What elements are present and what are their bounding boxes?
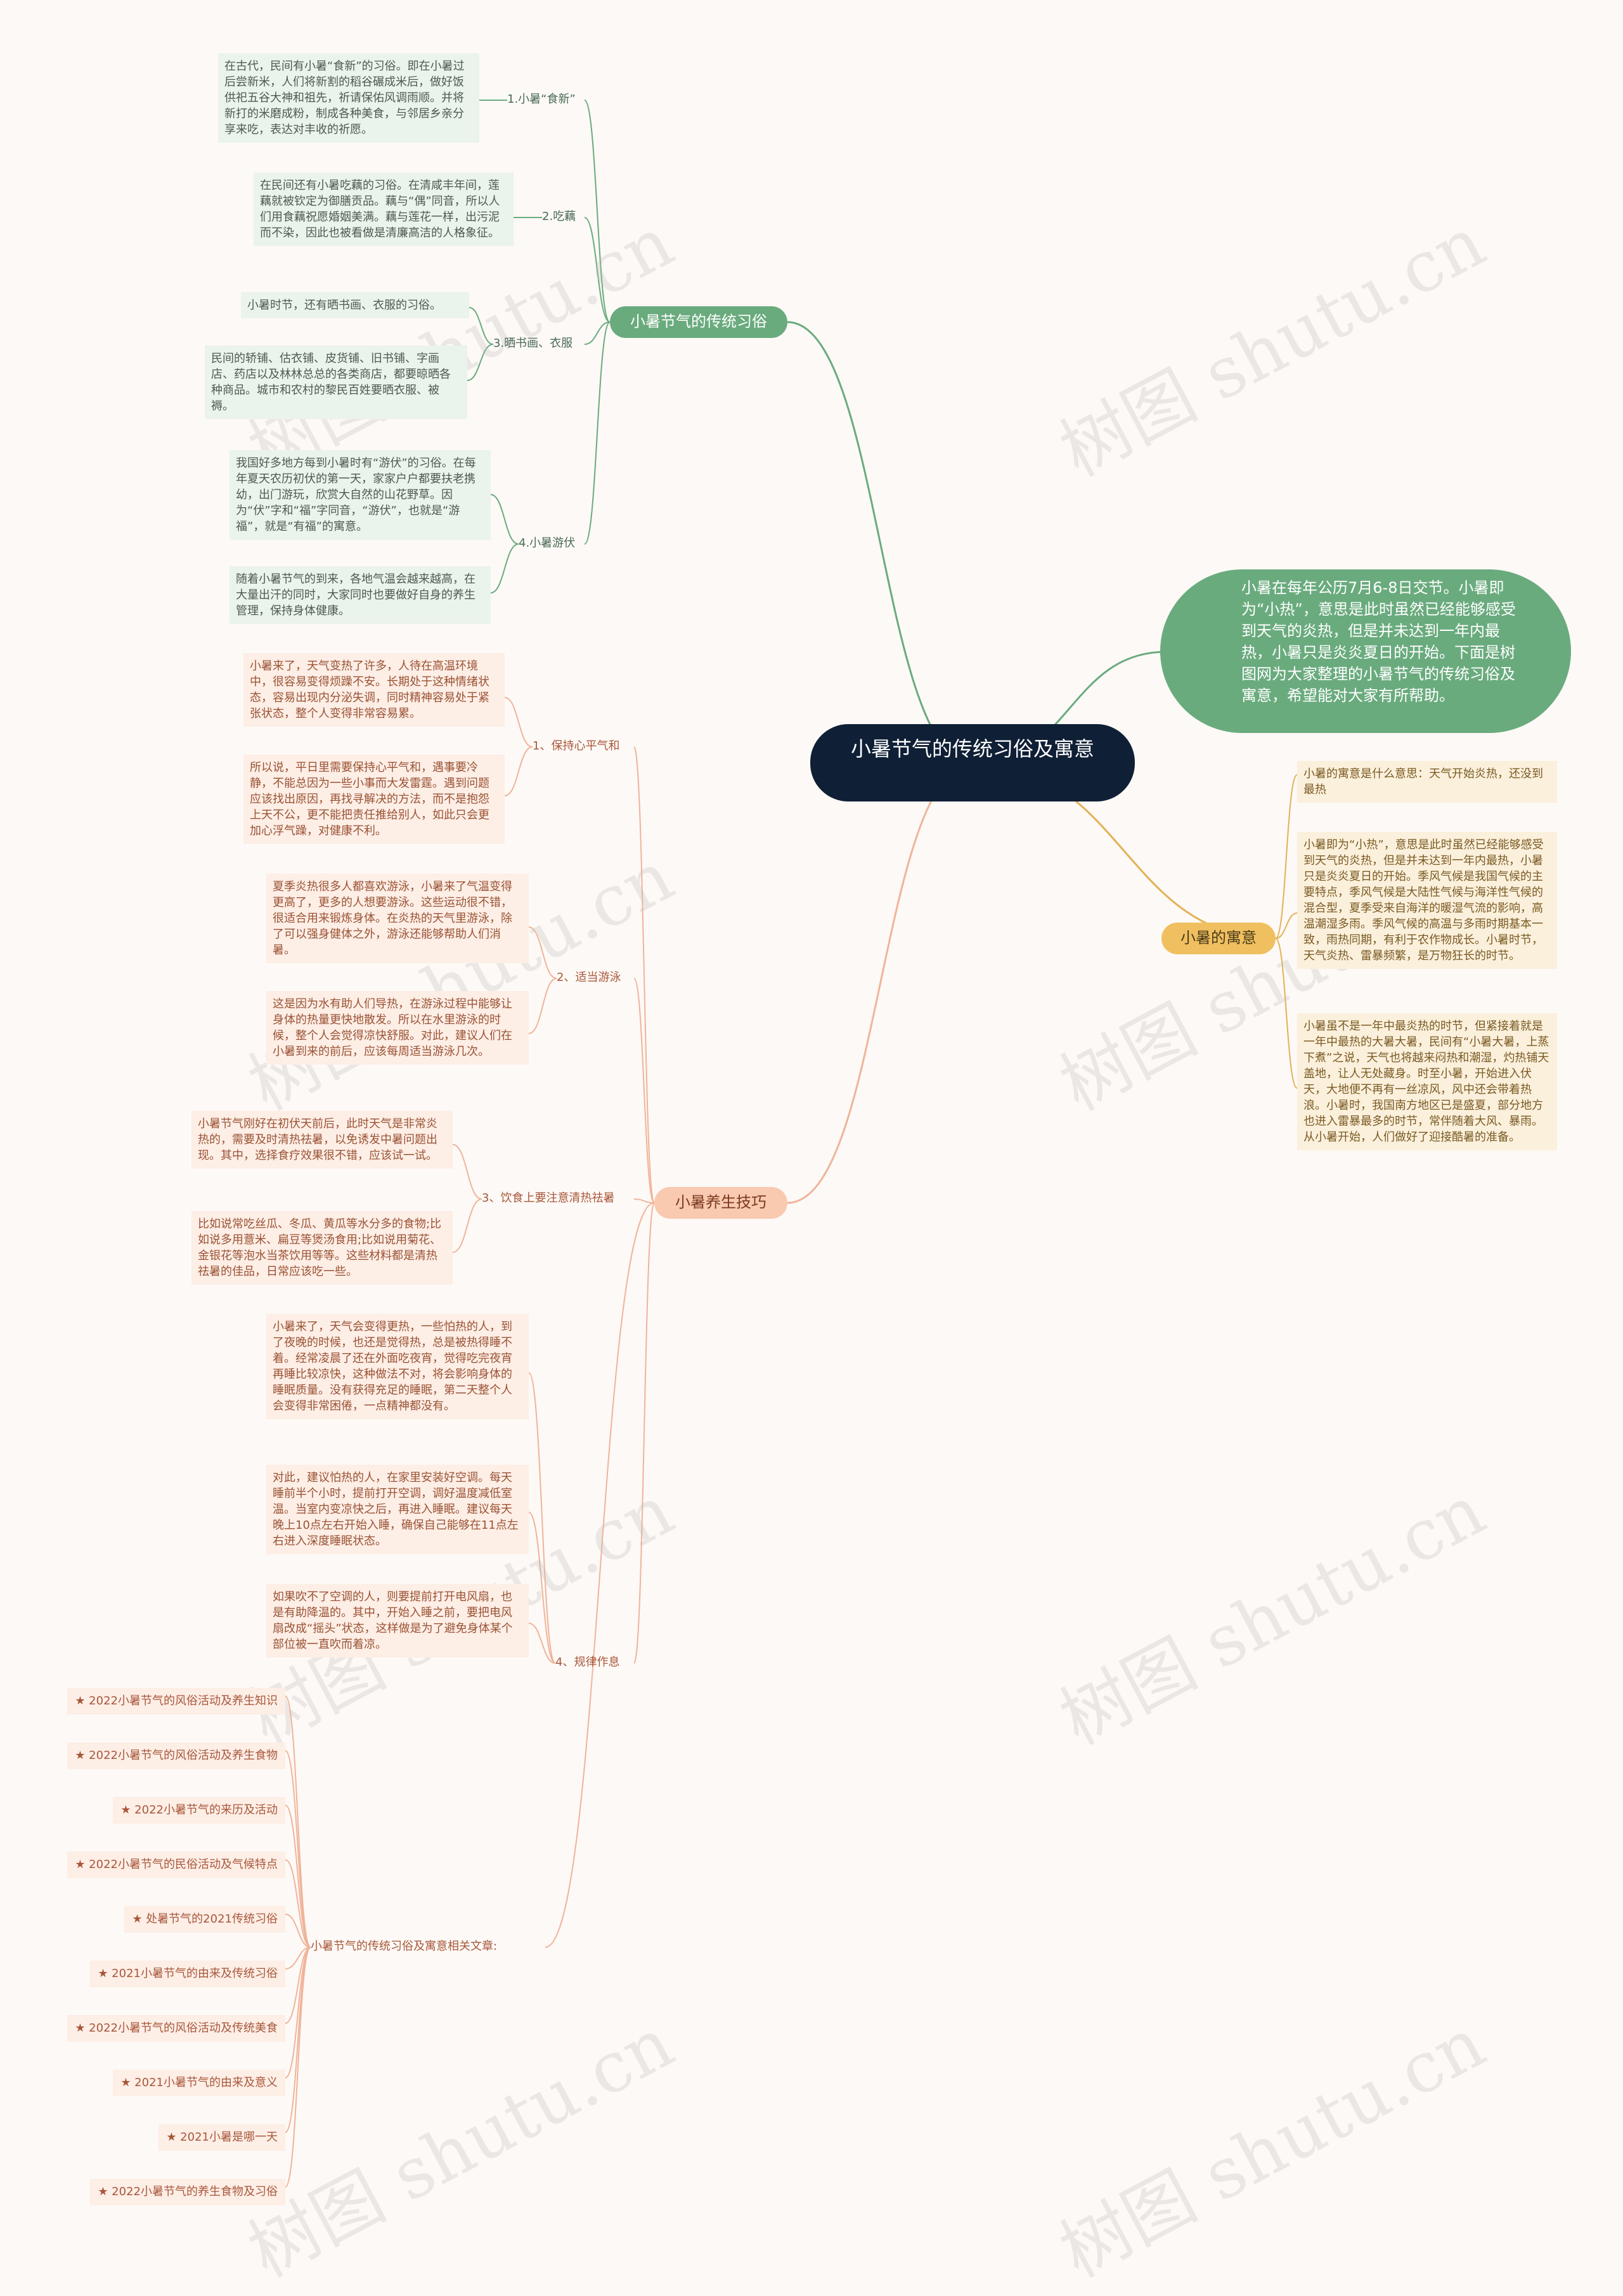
related-article-link[interactable]: ★ 2022小暑节气的民俗活动及气候特点 [67, 1852, 285, 1878]
connector [504, 697, 533, 748]
health-item-label[interactable]: 3、饮食上要注意清热祛暑 [482, 1191, 615, 1205]
connector [285, 1947, 311, 2079]
related-article-link[interactable]: ★ 2022小暑节气的风俗活动及养生食物 [67, 1742, 285, 1769]
connector [285, 1914, 311, 1948]
branch-meaning[interactable]: 小暑的寓意 [1161, 923, 1276, 954]
related-article-link[interactable]: ★ 2021小暑节气的由来及传统习俗 [90, 1961, 285, 1987]
health-item-text: 比如说常吃丝瓜、冬瓜、黄瓜等水分多的食物;比如说多用薏米、扁豆等煲汤食用;比如说… [191, 1211, 453, 1285]
customs-item-text: 我国好多地方每到小暑时有“游伏”的习俗。在每年夏天农历初伏的第一天，家家户户都要… [230, 450, 491, 540]
customs-item-text: 在古代，民间有小暑“食新”的习俗。即在小暑过后尝新米，人们将新割的稻谷碾成米后，… [218, 53, 479, 143]
branch-traditional-customs[interactable]: 小暑节气的传统习俗 [610, 306, 787, 338]
connector [584, 217, 611, 323]
health-item-label[interactable]: 1、保持心平气和 [533, 739, 620, 753]
connector [467, 344, 494, 381]
connector [787, 763, 974, 1204]
related-article-link[interactable]: ★ 2022小暑节气的风俗活动及传统美食 [67, 2015, 285, 2042]
related-article-link[interactable]: ★ 2022小暑节气的来历及活动 [113, 1797, 285, 1824]
connector [633, 1202, 655, 1664]
connector [584, 321, 611, 545]
connector [285, 1947, 311, 2133]
customs-item-label[interactable]: 3.晒书画、衣服 [493, 337, 573, 350]
root-topic[interactable]: 小暑节气的传统习俗及寓意 [810, 724, 1135, 801]
connector [504, 746, 533, 796]
connector [528, 978, 557, 1034]
connector [633, 978, 655, 1203]
connector [1275, 938, 1298, 1089]
health-item-text: 这是因为水有助人们导热，在游泳过程中能够让身体的热量更快地散发。所以在水里游泳的… [266, 991, 529, 1065]
connector [469, 307, 494, 345]
connector [1275, 774, 1298, 939]
connector [584, 100, 611, 323]
related-article-link[interactable]: ★ 2022小暑节气的养生食物及习俗 [90, 2179, 285, 2205]
health-item-text: 如果吹不了空调的人，则要提前打开电风扇，也是有助降温的。其中，开始入睡之前，要把… [266, 1584, 529, 1657]
connector [285, 1750, 311, 1948]
meaning-text: 小暑虽不是一年中最炎热的时节，但紧接着就是一年中最热的大暑大暑，民间有“小暑大暑… [1297, 1013, 1557, 1150]
health-item-label[interactable]: 2、适当游泳 [557, 971, 621, 984]
connector [584, 321, 611, 345]
connector [528, 926, 557, 979]
connector [528, 1512, 556, 1664]
customs-item-text: 在民间还有小暑吃藕的习俗。在清咸丰年间，莲藕就被钦定为御膳贡品。藕与“偶”同音，… [254, 172, 514, 246]
connector [285, 1805, 311, 1948]
connector [633, 746, 655, 1203]
connector [633, 1198, 655, 1203]
related-article-link[interactable]: ★ 2021小暑节气的由来及意义 [113, 2070, 285, 2096]
customs-item-text: 随着小暑节气的到来，各地气温会越来越高，在大量出汗的同时，大家同时也要做好自身的… [230, 566, 491, 624]
health-item-text: 夏季炎热很多人都喜欢游泳，小暑来了气温变得更高了，更多的人想要游泳。这些运动很不… [266, 874, 529, 963]
branch-health-tips[interactable]: 小暑养生技巧 [654, 1187, 787, 1219]
connector [787, 321, 974, 765]
related-article-link[interactable]: ★ 2021小暑是哪一天 [158, 2124, 285, 2151]
connector [452, 1144, 482, 1200]
health-item-text: 小暑节气刚好在初伏天前后，此时天气是非常炎热的，需要及时清热祛暑，以免诱发中暑问… [191, 1111, 453, 1169]
connector [285, 1947, 311, 2188]
connector [528, 1623, 556, 1664]
customs-item-text: 民间的轿铺、估衣铺、皮货铺、旧书铺、字画店、药店以及林林总总的各类商店，都要晾晒… [205, 346, 467, 419]
meaning-text: 小暑的寓意是什么意思：天气开始炎热，还没到最热 [1297, 761, 1557, 803]
connector [545, 1202, 655, 1948]
health-item-text: 小暑来了，天气会变得更热，一些怕热的人，到了夜晚的时候，也还是觉得热，总是被热得… [266, 1314, 529, 1419]
connector [285, 1947, 311, 1969]
intro-node[interactable]: 小暑在每年公历7月6-8日交节。小暑即为“小热”，意思是此时虽然已经能够感受到天… [1160, 569, 1571, 733]
connector [452, 1198, 482, 1253]
connector [528, 1372, 556, 1664]
health-item-text: 所以说，平日里需要保持心平气和，遇事要冷静，不能总因为一些小事而大发雷霆。遇到问… [243, 755, 505, 844]
connector [1275, 912, 1298, 939]
connector [285, 1859, 311, 1948]
customs-item-text: 小暑时节，还有晒书画、衣服的习俗。 [241, 292, 469, 318]
related-article-link[interactable]: ★ 2022小暑节气的风俗活动及养生知识 [67, 1688, 285, 1715]
related-article-link[interactable]: ★ 处暑节气的2021传统习俗 [124, 1906, 285, 1933]
health-item-label[interactable]: 4、规律作息 [555, 1656, 620, 1669]
meaning-text: 小暑即为“小热”，意思是此时虽然已经能够感受到天气的炎热，但是并未达到一年内最热… [1297, 832, 1557, 969]
customs-item-label[interactable]: 2.吃藕 [542, 210, 576, 223]
connector [285, 1696, 311, 1948]
health-item-text: 小暑来了，天气变热了许多，人待在高温环境中，很容易变得烦躁不安。长期处于这种情绪… [243, 653, 505, 727]
health-item-text: 对此，建议怕热的人，在家里安装好空调。每天睡前半个小时，提前打开空调，调好温度减… [266, 1465, 529, 1554]
connector [490, 494, 519, 545]
customs-item-label[interactable]: 1.小暑“食新” [507, 93, 576, 106]
connector [285, 1947, 311, 2024]
customs-item-label[interactable]: 4.小暑游伏 [519, 536, 576, 550]
related-articles-label: 小暑节气的传统习俗及寓意相关文章: [311, 1940, 498, 1953]
connector [490, 543, 519, 593]
